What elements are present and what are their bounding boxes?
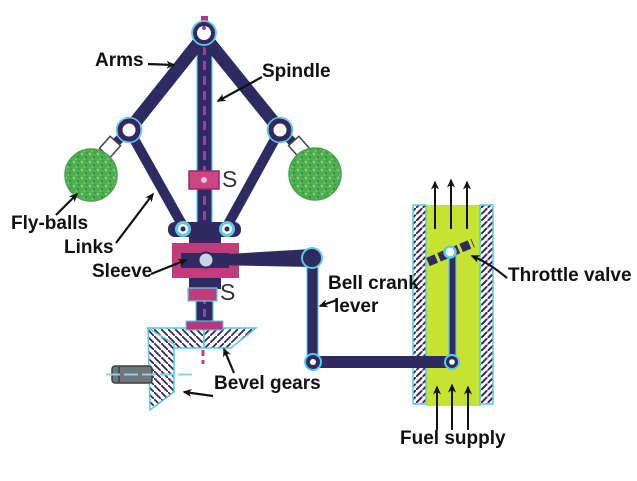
bell-crank-elbow-pivot: [301, 247, 323, 269]
fuel-pipe-right-wall: [479, 204, 494, 405]
sleeve-leader-arrow: [150, 258, 188, 276]
left-arm: [123, 31, 210, 135]
left-fly-ball: [64, 148, 118, 202]
bevel-gears-leader-arrow-1: [222, 347, 236, 374]
label-spring-upper: S: [222, 166, 238, 192]
label-fuel-supply: Fuel supply: [400, 428, 506, 449]
sleeve-center-pivot: [197, 251, 215, 269]
sleeve-neck: [189, 235, 221, 244]
bell-crank-lever: [210, 247, 455, 371]
valve-stem-pivot-dot-icon: [449, 359, 455, 365]
left-pivot: [117, 118, 141, 142]
label-arms: Arms: [95, 50, 144, 71]
sleeve-lower-neck: [189, 278, 221, 289]
valve-disc-pivot: [443, 245, 457, 259]
right-pivot-ring: [266, 116, 294, 144]
arms-leader-arrow: [147, 60, 176, 69]
spindle-top-stub: [201, 16, 208, 28]
bell-crank-bottom-pivot-dot-icon: [310, 359, 316, 365]
bevel-gears-leader-arrow-2: [182, 389, 214, 398]
spindle-leader-arrow: [216, 76, 263, 102]
right-fly-ball: [288, 147, 342, 201]
left-pivot-ring: [115, 116, 143, 144]
fly-balls-leader-arrow: [55, 192, 79, 216]
horizontal-bevel-gear-right: [203, 327, 259, 349]
sleeve-right-pin-dot-icon: [224, 226, 230, 232]
label-links: Links: [64, 237, 114, 258]
label-throttle-valve: Throttle valve: [508, 265, 632, 286]
bell-crank-top-arm: [210, 249, 311, 267]
label-bell-crank: Bell crank: [328, 273, 419, 294]
lower-spring-block: [187, 287, 218, 302]
left-link: [124, 127, 189, 231]
throttle-valve-leader-arrow: [470, 254, 508, 279]
gear-coupling: [185, 320, 224, 331]
throttle-valve: [426, 238, 475, 370]
bell-crank-bottom-arm: [307, 356, 455, 368]
fuel-flow-arrows: [431, 178, 472, 430]
right-pivot: [268, 118, 292, 142]
valve-stem: [448, 251, 457, 363]
label-spring-lower: S: [220, 279, 236, 305]
label-fly-balls: Fly-balls: [11, 213, 89, 234]
bevel-gears: [106, 326, 259, 412]
sleeve-left-pin-dot-icon: [180, 226, 186, 232]
bell-crank-leader-arrow: [318, 298, 338, 308]
fuel-pipe-left-wall: [412, 204, 427, 405]
apex-pivot-ring: [191, 20, 217, 46]
upper-spring-dot-icon: [201, 177, 207, 183]
links-leader-arrow: [115, 192, 154, 244]
apex-pivot: [193, 22, 215, 44]
label-sleeve: Sleeve: [92, 261, 153, 282]
label-spindle: Spindle: [262, 61, 331, 82]
right-link: [221, 127, 285, 231]
bell-crank-vertical-arm: [306, 255, 319, 364]
label-bevel-gears: Bevel gears: [214, 373, 321, 394]
fuel-pipe: [412, 204, 494, 406]
right-arm: [198, 31, 286, 135]
apex-pivot-dot-icon: [202, 26, 206, 30]
label-bell-crank-lever: lever: [334, 296, 379, 317]
leader-lines: [55, 60, 508, 398]
